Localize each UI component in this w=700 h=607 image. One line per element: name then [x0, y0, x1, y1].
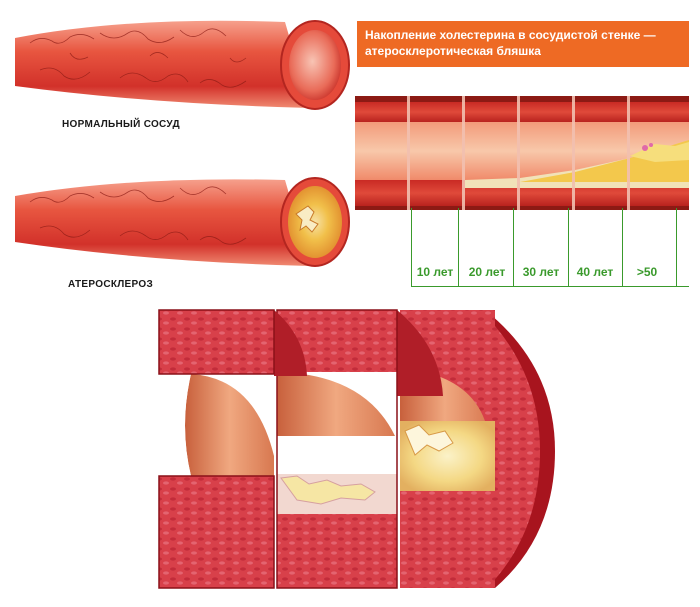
normal-vessel-illustration [15, 20, 350, 110]
age-label-50-plus: >50 [636, 265, 658, 279]
progression-vessel-illustration [355, 96, 689, 210]
age-label-40: 40 лет [576, 265, 614, 279]
atherosclerosis-label: АТЕРОСКЛЕРОЗ [68, 279, 154, 290]
age-divider [411, 208, 412, 286]
progression-title-bar: Накопление холестерина в сосудистой стен… [357, 21, 689, 67]
age-label-30: 30 лет [522, 265, 560, 279]
age-divider [622, 208, 623, 286]
normal-vessel-label: НОРМАЛЬНЫЙ СОСУД [62, 119, 180, 130]
age-label-10: 10 лет [416, 265, 454, 279]
age-divider [676, 208, 677, 286]
progression-title-line1: Накопление холестерина в сосудистой стен… [365, 28, 656, 42]
progression-title-line2: атеросклеротическая бляшка [365, 44, 541, 58]
artery-cross-section-illustration [158, 309, 555, 589]
age-divider [513, 208, 514, 286]
age-divider [458, 208, 459, 286]
atherosclerosis-vessel-illustration [15, 177, 350, 267]
age-scale-baseline [411, 286, 689, 287]
age-label-20: 20 лет [468, 265, 506, 279]
age-divider [568, 208, 569, 286]
